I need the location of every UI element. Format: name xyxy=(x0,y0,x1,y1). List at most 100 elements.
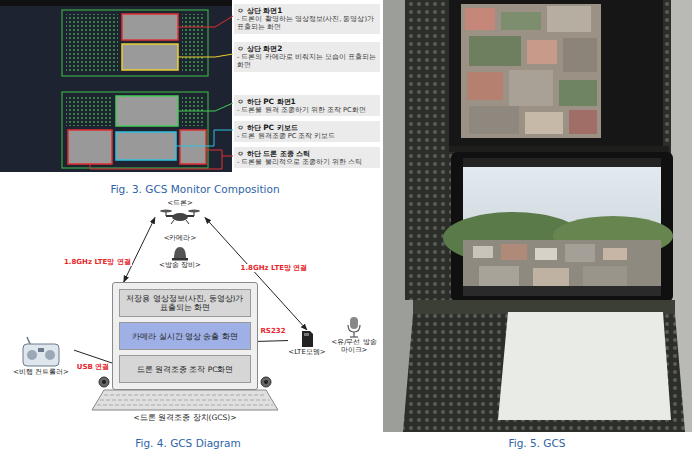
drone-icon xyxy=(160,207,200,225)
gcs-photo-part xyxy=(559,80,597,106)
callout-body: - 드론이 촬영하는 영상정보(사진, 동영상)가 표출되는 화면 xyxy=(237,15,377,31)
connection-label: RS232 xyxy=(259,327,286,335)
cad-drawing-part xyxy=(90,156,233,169)
gcs-photo-part xyxy=(583,266,627,288)
node-label: <비행 컨트롤러> xyxy=(8,368,74,376)
broadcast-icon-part xyxy=(174,247,186,258)
gcs-photo-part xyxy=(563,38,597,72)
node-label: <LTE모뎀> xyxy=(288,348,326,356)
controller-icon-part xyxy=(27,337,30,344)
controller-node: <비행 컨트롤러> xyxy=(8,336,74,376)
callout-box: ㅇ 하단 PC 키보드- 드론 원격조종 PC 조작 키보드 xyxy=(234,121,380,142)
callout-body: - 드론의 카메라로 비춰지는 모습이 표출되는 화면 xyxy=(237,53,377,69)
gcs-photo-part xyxy=(603,248,627,260)
gcs-base-part xyxy=(102,380,106,384)
cad-drawing-part xyxy=(182,14,204,72)
node-label: 저장용 영상정보(사진, 동영상)가 표출되는 화면 xyxy=(124,294,246,312)
microphone-node: <유/무선 방송 마이크> xyxy=(330,316,378,355)
microphone-icon-part xyxy=(348,325,360,332)
callout-box: ㅇ 상단 화면2- 드론의 카메라로 비춰지는 모습이 표출되는 화면 xyxy=(234,42,380,72)
cad-drawing-part xyxy=(116,132,176,160)
cad-drawing-part xyxy=(176,130,233,146)
gcs-photo-part xyxy=(501,244,527,260)
controller-icon xyxy=(19,336,63,368)
gcs-base-part xyxy=(100,400,270,401)
gcs-photo-part xyxy=(467,72,503,100)
callout-body: - 드론을 원격 조종하기 위한 조작 PC화면 xyxy=(237,106,377,114)
connection-label: 1.8GHz LTE망 연결 xyxy=(240,264,309,272)
gcs-photo-part xyxy=(383,0,692,432)
gcs-photo-part xyxy=(463,240,661,296)
broadcast-icon xyxy=(170,245,190,261)
cad-drawing-part xyxy=(62,10,208,76)
gcs-photo-part xyxy=(469,106,519,134)
callout-box: ㅇ 하단 드론 조종 스틱- 드론을 물리적으로 조종하기 위한 스틱 xyxy=(234,147,380,168)
node-label: 드론 원격조종 조작 PC화면 xyxy=(137,365,234,374)
connector xyxy=(258,340,288,342)
figure-caption: Fig. 3. GCS Monitor Composition xyxy=(110,183,279,196)
cad-drawing-part xyxy=(180,130,206,164)
modem-node: <LTE모뎀> xyxy=(288,330,326,356)
connection-label: USB 연결 xyxy=(76,363,111,371)
broadcast-node: <방송 장비> xyxy=(155,245,205,269)
gcs-photo xyxy=(383,0,692,432)
gcs-photo-part xyxy=(525,112,563,134)
gcs-photo-part xyxy=(449,146,669,152)
gcs-base-part xyxy=(99,377,109,387)
gcs-base-part xyxy=(104,395,266,396)
microphone-icon-part xyxy=(350,317,358,329)
gcs-photo-part xyxy=(413,300,675,314)
screen-box: 드론 원격조종 조작 PC화면 xyxy=(119,355,251,383)
cad-drawing-part xyxy=(116,96,178,126)
connector xyxy=(124,217,155,282)
gcs-photo-part xyxy=(463,158,661,167)
cad-drawing-part xyxy=(66,96,112,126)
gcs-photo-part xyxy=(565,244,595,262)
figure-caption: Fig. 4. GCS Diagram xyxy=(135,437,240,450)
drone-node: <드론> xyxy=(155,199,205,225)
node-label: 카메라 실시간 영상 송출 화면 xyxy=(132,332,238,341)
gcs-device: <드론 원격조종 장치(GCS)>저장용 영상정보(사진, 동영상)가 표출되는… xyxy=(112,282,258,390)
gcs-base-part xyxy=(92,390,278,410)
cad-drawing-part xyxy=(66,14,118,72)
gcs-base-part xyxy=(264,380,268,384)
callout-box: ㅇ 상단 화면1- 드론이 촬영하는 영상정보(사진, 동영상)가 표출되는 화… xyxy=(234,4,380,34)
gcs-photo-part xyxy=(533,268,569,286)
cad-drawing-part xyxy=(0,0,232,6)
controller-icon-part xyxy=(38,348,44,352)
microphone-icon-part xyxy=(353,332,354,337)
gcs-photo-part xyxy=(498,312,671,420)
figure-caption: Fig. 5. GCS xyxy=(508,437,565,450)
microphone-icon-part xyxy=(350,336,358,337)
camera-node: <카메라> xyxy=(155,234,205,242)
gcs-photo-part xyxy=(463,286,661,296)
callout-heading: ㅇ 상단 화면1 xyxy=(237,6,377,15)
gcs-base-part xyxy=(97,405,273,406)
gcs-photo-part xyxy=(547,6,591,32)
controller-icon-part xyxy=(23,344,59,366)
callout-body: - 드론을 물리적으로 조종하기 위한 스틱 xyxy=(237,158,377,166)
connector xyxy=(74,350,112,363)
cad-drawing-part xyxy=(62,92,208,168)
gcs-photo-part xyxy=(527,40,557,64)
node-label: <방송 장비> xyxy=(155,261,205,269)
cad-drawing-part xyxy=(0,0,232,172)
drone-icon-part xyxy=(186,220,189,224)
node-label: <카메라> xyxy=(155,234,205,242)
gcs-photo-part xyxy=(465,8,495,30)
node-label: <드론> xyxy=(155,199,205,207)
cad-drawing xyxy=(0,0,236,174)
modem-icon-part xyxy=(304,333,309,336)
screen-box: 카메라 실시간 영상 송출 화면 xyxy=(119,322,251,350)
gcs-photo-part xyxy=(461,4,601,138)
connection-label: 1.8GHz LTE망 연결 xyxy=(63,258,132,266)
gcs-photo-part xyxy=(449,0,663,146)
node-label: <유/무선 방송 마이크> xyxy=(330,338,378,355)
callout-box: ㅇ 하단 PC 화면1- 드론을 원격 조종하기 위한 조작 PC화면 xyxy=(234,95,380,116)
modem-icon-part xyxy=(302,331,313,347)
cad-drawing-part xyxy=(68,130,112,164)
broadcast-icon-part xyxy=(172,258,188,261)
cad-drawing-part xyxy=(178,16,233,27)
gcs-base-part xyxy=(261,377,271,387)
